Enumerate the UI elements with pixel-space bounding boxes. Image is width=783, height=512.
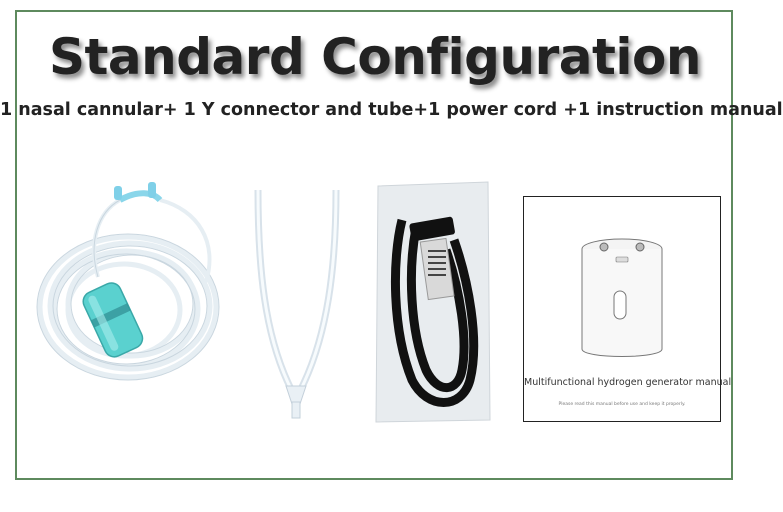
page-title: Standard Configuration [49,28,701,86]
nasal-cannula-image [28,182,228,402]
y-connector-image [240,186,350,422]
manual-note: Please read this manual before use and k… [558,402,686,407]
hydrogen-generator-icon [581,238,663,357]
instruction-manual: Multifunctional hydrogen generator manua… [523,196,732,422]
power-cord-image [372,180,494,424]
manual-title: Multifunctional hydrogen generator manua… [524,377,732,388]
page-subtitle: 1 nasal cannular+ 1 Y connector and tube… [0,100,783,120]
